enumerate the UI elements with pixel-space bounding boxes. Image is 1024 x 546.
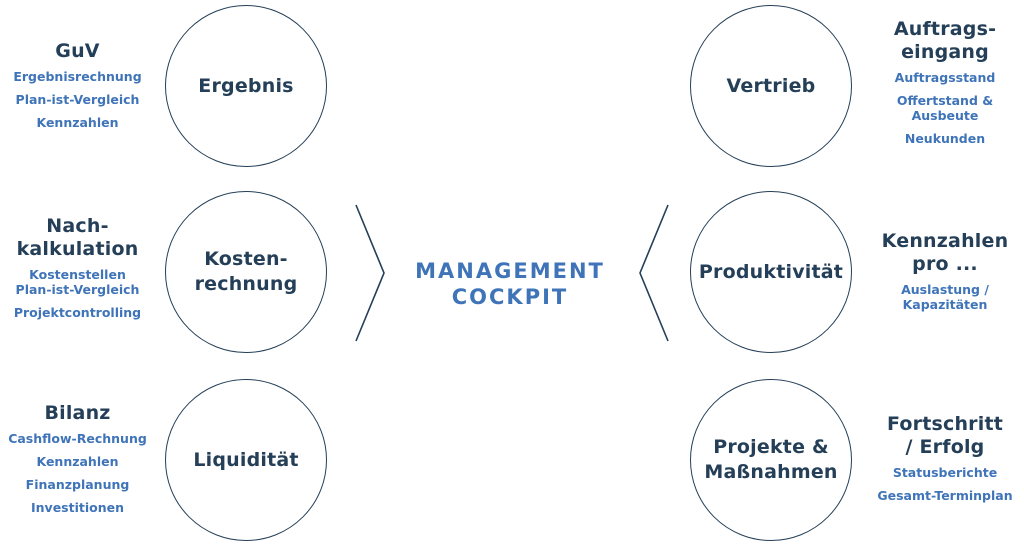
group-title: GuV (55, 40, 100, 62)
group-item: Kostenstellen Plan-ist-Vergleich (15, 267, 140, 297)
circle-label: Kosten- rechnung (194, 248, 298, 295)
group-item: Investitionen (31, 500, 124, 515)
group-item: Ergebnisrechnung (13, 69, 142, 84)
circle-label: Liquidität (193, 448, 299, 471)
group-kennzahlen-pro: Kennzahlen pro ... Auslastung / Kapazitä… (866, 230, 1024, 320)
chevron-right-icon (355, 204, 385, 342)
center-title: MANAGEMENT COCKPIT (415, 259, 605, 309)
chevron-left-icon (639, 204, 669, 342)
group-item: Neukunden (904, 131, 986, 146)
circle-liquiditaet: Liquidität (165, 379, 327, 541)
group-item: Offertstand & Ausbeute (896, 93, 994, 123)
circle-label: Produktivität (698, 260, 844, 283)
group-item: Auftragsstand (894, 70, 996, 85)
group-item: Kennzahlen (36, 454, 119, 469)
group-title: Fortschritt / Erfolg (886, 413, 1004, 458)
circle-ergebnis: Ergebnis (165, 5, 327, 167)
group-item: Auslastung / Kapazitäten (901, 282, 989, 312)
group-fortschritt-erfolg: Fortschritt / Erfolg Statusberichte Gesa… (866, 413, 1024, 511)
circle-kostenrechnung: Kosten- rechnung (165, 191, 327, 353)
circle-produktivitaet: Produktivität (690, 191, 852, 353)
circle-label: Projekte & Maßnahmen (704, 436, 838, 483)
group-bilanz: Bilanz Cashflow-Rechnung Kennzahlen Fina… (0, 402, 155, 523)
group-title: Bilanz (44, 402, 111, 424)
circle-label: Vertrieb (726, 74, 816, 97)
group-guv: GuV Ergebnisrechnung Plan-ist-Vergleich … (0, 40, 155, 138)
group-nachkalkulation: Nach- kalkulation Kostenstellen Plan-ist… (0, 215, 155, 328)
group-title: Kennzahlen pro ... (881, 230, 1009, 275)
group-item: Plan-ist-Vergleich (15, 92, 140, 107)
group-item: Projektcontrolling (13, 305, 142, 320)
group-auftragseingang: Auftrags- eingang Auftragsstand Offertst… (866, 18, 1024, 154)
circle-label: Ergebnis (198, 74, 294, 97)
group-item: Gesamt-Terminplan (877, 488, 1013, 503)
group-item: Finanzplanung (25, 477, 130, 492)
group-title: Auftrags- eingang (893, 18, 997, 63)
circle-projekte-massnahmen: Projekte & Maßnahmen (690, 379, 852, 541)
group-item: Kennzahlen (36, 115, 119, 130)
circle-vertrieb: Vertrieb (690, 5, 852, 167)
group-item: Cashflow-Rechnung (8, 431, 147, 446)
group-item: Statusberichte (892, 465, 998, 480)
group-title: Nach- kalkulation (16, 215, 139, 260)
